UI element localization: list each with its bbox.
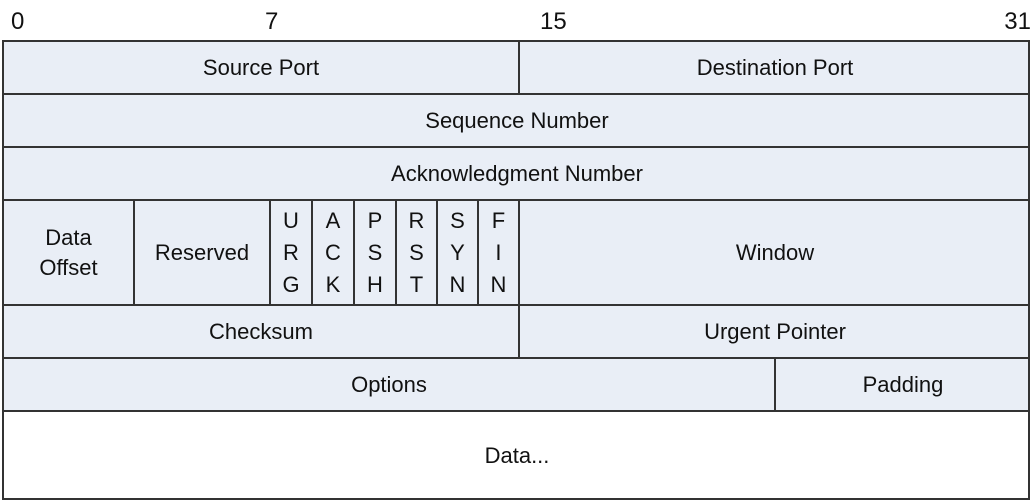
data-field: Data... [2,410,1030,500]
flag-letter: N [449,271,466,297]
padding-field: Padding [774,357,1030,410]
flag-letter: Y [450,239,465,265]
flag-letter: R [408,207,425,233]
checksum-label: Checksum [209,318,313,344]
reserved-label: Reserved [154,239,250,265]
source-port-label: Source Port [202,54,320,80]
sequence-number-field: Sequence Number [2,93,1030,146]
flag-letter: N [490,271,507,297]
data-offset-label-line2: Offset [39,254,98,280]
bit-marker-31: 31 [1004,8,1031,35]
flag-letter: S [450,207,465,233]
tcp-header-diagram: Source Port Destination Port Sequence Nu… [2,40,1030,500]
data-offset-field: Data Offset [2,199,133,304]
window-field: Window [518,199,1030,304]
flag-letter: S [409,239,424,265]
urgent-pointer-field: Urgent Pointer [518,304,1030,357]
bit-marker-15: 15 [540,8,567,35]
flag-letter: F [491,207,506,233]
data-label: Data... [484,443,550,468]
acknowledgment-number-field: Acknowledgment Number [2,146,1030,199]
data-offset-label-line1: Data [45,224,92,250]
flag-letter: C [325,239,341,265]
destination-port-label: Destination Port [696,54,854,80]
destination-port-field: Destination Port [518,40,1030,93]
acknowledgment-number-label: Acknowledgment Number [391,160,643,186]
reserved-field: Reserved [133,199,269,304]
urgent-pointer-label: Urgent Pointer [704,318,846,344]
flag-letter: T [409,271,424,297]
padding-label: Padding [862,371,944,397]
flag-letter: H [367,271,383,297]
flag-letter: K [325,271,341,297]
checksum-field: Checksum [2,304,518,357]
flag-letter: S [367,239,383,265]
bit-marker-7: 7 [265,8,279,35]
flag-letter: G [282,271,300,297]
window-label: Window [735,239,815,265]
options-field: Options [2,357,774,410]
flag-letter: R [283,239,299,265]
flag-letter: I [495,239,502,265]
options-label: Options [351,371,427,397]
flag-letter: A [325,207,341,233]
flag-letter: U [283,207,299,233]
bit-marker-0: 0 [11,8,25,35]
source-port-field: Source Port [2,40,518,93]
sequence-number-label: Sequence Number [425,107,609,133]
flag-letter: P [367,207,383,233]
